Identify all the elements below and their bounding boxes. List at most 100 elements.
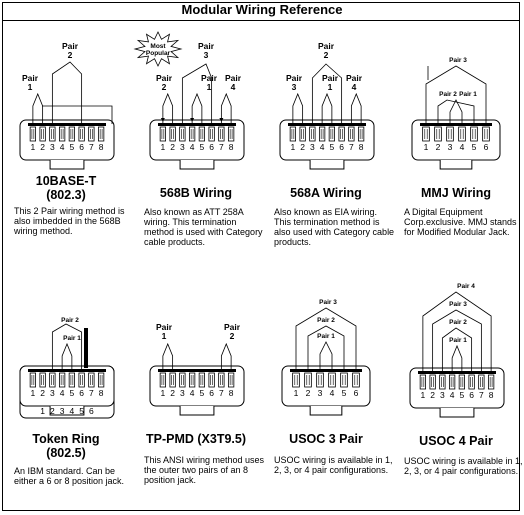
pin-number: 8	[99, 388, 104, 398]
pin-number: 2	[40, 142, 45, 152]
pin-contact	[352, 372, 360, 388]
pin-number: 8	[489, 390, 494, 400]
pin-number: 2	[170, 142, 175, 152]
pin-number: 2	[436, 142, 441, 152]
pin-contact	[58, 126, 66, 142]
pin-contact	[470, 126, 478, 142]
pin-contact	[29, 126, 37, 142]
pin-contact	[309, 126, 316, 142]
card-description: An IBM standard. Can be either a 6 or 8 …	[14, 466, 125, 486]
pair-label: Pair 1	[317, 333, 335, 340]
jack-568b-comb	[158, 123, 236, 126]
pair-2-wire	[441, 327, 473, 372]
pair-label: 1	[28, 82, 33, 92]
badge-text: Popular	[146, 50, 171, 57]
jack-usoc-4-latch	[439, 408, 475, 418]
pin-number: 7	[219, 388, 224, 398]
pin-number: 3	[50, 142, 55, 152]
pin-contact	[304, 372, 312, 388]
pin-contact	[439, 374, 446, 390]
pin-contact	[419, 374, 427, 390]
card-subtitle: (802.3)	[46, 188, 86, 202]
wire-arrow	[219, 118, 224, 122]
pin-number: 7	[349, 142, 354, 152]
pin-contact	[434, 126, 442, 142]
pair-1-wire	[321, 92, 333, 124]
pin-number: 7	[89, 388, 94, 398]
pin-contact	[198, 126, 206, 142]
pair-label: Pair	[322, 73, 339, 83]
pair-1-wire	[449, 99, 463, 124]
pin-contact	[169, 126, 176, 142]
pin-contact	[328, 372, 336, 388]
pin-number: 5	[472, 142, 477, 152]
pair-label: Pair 1	[459, 91, 477, 98]
pin-number: 2	[170, 388, 175, 398]
badge-text: Most	[150, 43, 166, 50]
wire-arrow	[160, 118, 165, 122]
jack-tp-pmd-latch	[179, 406, 215, 416]
pair-1-wire	[319, 341, 333, 370]
pair-1-wire	[32, 92, 44, 124]
pin-number: 6	[354, 388, 359, 398]
card-title: 568A Wiring	[290, 186, 362, 200]
card-description: Also known as EIA wiring. This terminati…	[274, 207, 395, 247]
pin-contact	[448, 374, 456, 390]
pair-2-wire	[162, 92, 174, 124]
pin-number: 4	[320, 142, 325, 152]
pin-contact	[188, 126, 196, 142]
card-title: 10BASE-T	[35, 174, 97, 188]
jack-usoc-3-comb	[290, 369, 362, 372]
pin-number: 4	[190, 388, 195, 398]
pin-contact	[78, 372, 85, 388]
card-title: USOC 4 Pair	[419, 434, 493, 448]
jack-10base-t-comb	[28, 123, 106, 126]
pair-2-wire	[437, 99, 475, 124]
pair-1-wire	[61, 342, 73, 370]
pin-number: 1	[291, 142, 296, 152]
pair-3-wire	[295, 307, 357, 370]
card-title: 568B Wiring	[159, 186, 233, 200]
jack-568b-latch	[179, 160, 215, 170]
pair-label: 2	[162, 82, 167, 92]
pin-number: 6	[79, 388, 84, 398]
pin-contact	[49, 126, 56, 142]
pin-contact	[478, 374, 485, 390]
pair-1-wire	[191, 92, 203, 124]
pair-label: Pair	[286, 73, 303, 83]
pair-label: Pair	[318, 41, 335, 51]
pair-label: 3	[204, 50, 209, 60]
jack-tp-pmd-comb	[158, 369, 236, 372]
pin-number: 3	[180, 142, 185, 152]
card-description: USOC wiring is available in 1, 2, 3, or …	[274, 455, 393, 475]
pin-contact	[208, 372, 215, 388]
pin-number-inner: 2	[50, 406, 55, 416]
pin-number: 2	[40, 388, 45, 398]
pin-contact	[198, 372, 206, 388]
pair-2-wire	[220, 342, 232, 370]
pair-label: Pair 2	[317, 317, 335, 324]
pin-number: 3	[50, 388, 55, 398]
pair-label: Pair 2	[61, 317, 79, 324]
pair-2-wire	[51, 61, 83, 124]
pin-contact	[458, 126, 466, 142]
pair-4-wire	[220, 92, 232, 124]
pair-label: 2	[324, 50, 329, 60]
pin-contact	[218, 126, 225, 142]
pair-label: Pair 3	[449, 57, 467, 64]
pin-contact	[227, 126, 235, 142]
pair-label: 2	[230, 331, 235, 341]
pin-contact	[88, 372, 95, 388]
pair-label: Pair 2	[449, 319, 467, 326]
pair-4-wire	[422, 291, 492, 372]
pin-number: 8	[229, 142, 234, 152]
pin-number-inner: 4	[70, 406, 75, 416]
pin-contact	[316, 372, 324, 388]
pin-number: 6	[209, 388, 214, 398]
pair-1-wire	[451, 344, 463, 372]
